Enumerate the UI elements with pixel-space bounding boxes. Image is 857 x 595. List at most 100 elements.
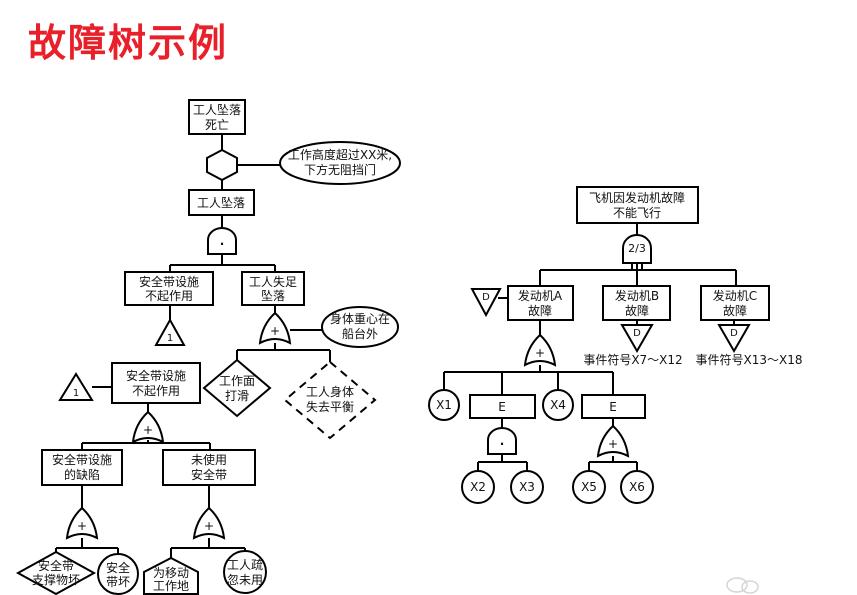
event-belt-not-working: 安全带设施 不起作用 [124,271,214,306]
watermark-icon [726,577,759,594]
svg-text:X6: X6 [629,480,645,494]
svg-text:·: · [220,237,225,251]
basic-event-x4: X4 [542,389,574,421]
transfer-d-c: D [717,324,751,354]
svg-text:+: + [535,346,545,360]
svg-text:不起作用: 不起作用 [145,289,193,303]
svg-text:发动机B: 发动机B [615,288,659,303]
svg-text:安全带设施: 安全带设施 [52,452,112,467]
or-gate: + [193,507,225,539]
svg-text:为移动: 为移动 [153,566,189,580]
top-event-plane: 飞机因发动机故障 不能飞行 [576,186,699,224]
svg-text:X2: X2 [470,480,486,494]
svg-text:X3: X3 [519,480,535,494]
svg-text:坠落: 坠落 [261,289,285,303]
svg-text:支撑物坏: 支撑物坏 [32,572,80,587]
basic-event-x1: X1 [428,389,460,421]
basic-event-x3: X3 [510,470,544,504]
svg-text:失去平衡: 失去平衡 [306,399,354,414]
note-b: 事件符号X7～X12 [583,352,682,367]
svg-text:·: · [500,437,505,451]
house-moving-workplace: 为移动 工作地 [143,556,199,595]
svg-text:D: D [482,292,490,303]
svg-text:船台外: 船台外 [342,326,378,341]
event-belt-defect: 安全带设施 的缺陷 [41,449,123,486]
svg-text:安全带: 安全带 [38,558,74,573]
svg-text:工作面: 工作面 [219,374,255,388]
svg-text:安全带设施: 安全带设施 [126,368,186,383]
circle-belt-broken: 安全 带坏 [97,553,139,595]
or-gate: + [524,334,556,366]
svg-text:D: D [633,328,641,339]
svg-text:工作地: 工作地 [153,579,189,593]
transfer-triangle-1-in: 1 [58,372,94,401]
svg-text:忽未用: 忽未用 [227,572,263,587]
event-engine-a: 发动机A 故障 [507,285,574,321]
svg-text:X1: X1 [436,398,452,412]
svg-text:身体重心在: 身体重心在 [330,311,390,326]
or-gate: + [259,312,291,344]
event-e-2: E [581,394,646,419]
svg-text:1: 1 [167,333,173,344]
svg-text:+: + [77,519,87,533]
inhibit-gate-hexagon [206,148,238,182]
top-event-worker-fall-death: 工人坠落 死亡 [188,99,246,135]
event-e-1: E [469,394,536,419]
svg-text:安全: 安全 [106,560,130,575]
svg-text:不能飞行: 不能飞行 [613,206,661,220]
condition-ellipse: 工作高度超过XX米, 下方无阻挡门 [279,141,401,185]
svg-text:D: D [730,328,738,339]
basic-event-x2: X2 [461,470,495,504]
or-gate: + [66,507,98,539]
right-tree-connectors [443,223,737,471]
svg-text:X4: X4 [550,398,566,412]
svg-text:工人身体: 工人身体 [306,384,354,399]
transfer-d-b: D [620,324,654,354]
svg-text:死亡: 死亡 [205,118,229,132]
event-misstep-fall: 工人失足 坠落 [241,271,305,306]
svg-text:工人失足: 工人失足 [249,274,297,289]
svg-text:+: + [204,519,214,533]
svg-text:1: 1 [73,388,79,399]
svg-text:工人疏: 工人疏 [227,557,263,572]
svg-text:发动机A: 发动机A [518,288,563,303]
event-worker-fall: 工人坠落 [188,189,255,216]
svg-text:+: + [608,437,618,451]
svg-text:2/3: 2/3 [628,242,646,255]
svg-text:下方无阻挡门: 下方无阻挡门 [304,162,376,177]
diamond-slippery: 工作面 打滑 [202,358,272,418]
event-engine-b: 发动机B 故障 [602,285,671,321]
svg-text:的缺陷: 的缺陷 [64,467,100,482]
dashed-diamond-balance: 工人身体 失去平衡 [283,360,377,440]
svg-text:X5: X5 [581,480,597,494]
svg-text:E: E [498,400,506,414]
svg-text:打滑: 打滑 [225,389,249,403]
diamond-support-broken: 安全带 支撑物坏 [15,550,97,595]
page-title: 故障树示例 [28,21,228,65]
svg-text:故障: 故障 [528,303,552,318]
svg-text:+: + [143,423,153,437]
svg-text:故障: 故障 [625,303,649,318]
svg-text:不起作用: 不起作用 [132,384,180,398]
svg-text:工人坠落: 工人坠落 [197,196,245,210]
or-gate: + [597,425,629,457]
svg-text:安全带设施: 安全带设施 [139,274,199,289]
svg-text:E: E [609,400,617,414]
svg-text:+: + [270,324,280,338]
circle-negligence: 工人疏 忽未用 [223,550,267,594]
svg-text:故障: 故障 [723,303,747,318]
svg-text:飞机因发动机故障: 飞机因发动机故障 [589,190,685,205]
event-belt-unused: 未使用 安全带 [162,449,256,486]
vote-gate-2-of-3: 2/3 [622,234,652,264]
transfer-triangle-1: 1 [154,317,186,346]
event-engine-c: 发动机C 故障 [700,285,770,321]
svg-text:安全带: 安全带 [191,467,227,482]
svg-text:发动机C: 发动机C [713,288,757,303]
svg-text:带坏: 带坏 [106,575,130,589]
basic-event-x6: X6 [620,470,654,504]
svg-text:未使用: 未使用 [191,452,227,467]
condition-gravity-ellipse: 身体重心在 船台外 [321,306,399,348]
and-gate: · [487,427,517,455]
svg-text:工作高度超过XX米,: 工作高度超过XX米, [288,147,392,162]
